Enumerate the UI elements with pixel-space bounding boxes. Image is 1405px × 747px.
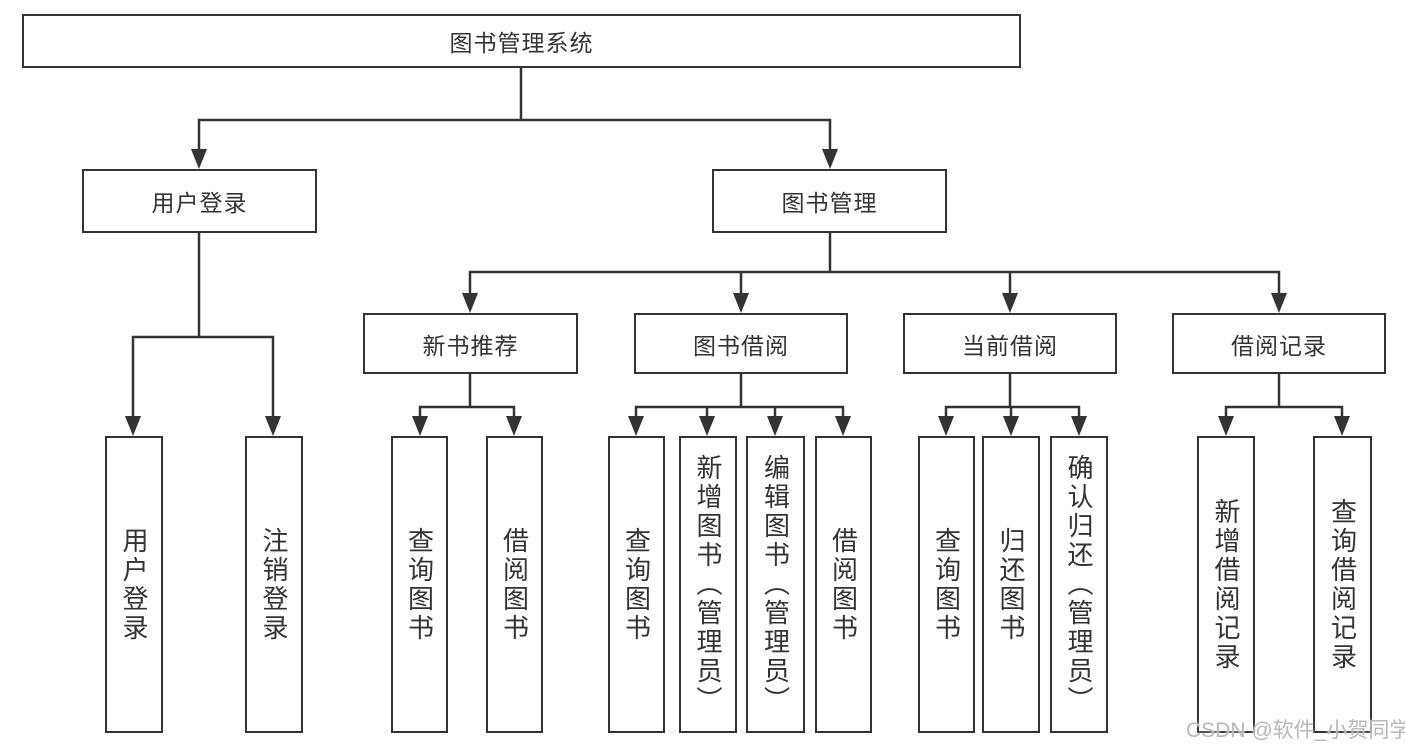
node-book-management: 图书管理	[712, 169, 947, 233]
node-new-book-recommendation: 新书推荐	[363, 313, 578, 374]
node-leaf-current-return-book: 归还图书	[982, 436, 1040, 733]
node-leaf-current-confirm-return: 确认归还（管理员）	[1050, 436, 1108, 733]
node-leaf-borrowing-borrow-book: 借阅图书	[815, 436, 872, 733]
node-leaf-user-login: 用户登录	[105, 436, 163, 733]
connector-level3-rail	[468, 270, 1281, 299]
node-borrowing-records: 借阅记录	[1172, 313, 1386, 374]
node-leaf-recommend-query-book: 查询图书	[391, 436, 448, 733]
connector-level2-rail	[197, 118, 832, 155]
node-leaf-logout: 注销登录	[245, 436, 303, 733]
connector-recommend-rail	[418, 374, 516, 422]
node-book-management-system: 图书管理系统	[22, 14, 1021, 68]
node-leaf-borrowing-query-book: 查询图书	[608, 436, 665, 733]
node-leaf-records-add-record: 新增借阅记录	[1197, 436, 1255, 733]
node-user-login: 用户登录	[82, 169, 317, 233]
node-leaf-borrowing-edit-book: 编辑图书（管理员）	[746, 436, 805, 733]
connector-current-rail	[944, 374, 1081, 422]
node-leaf-records-query-record: 查询借阅记录	[1313, 436, 1372, 733]
node-leaf-borrowing-add-book: 新增图书（管理员）	[679, 436, 737, 733]
connector-borrowing-rail	[634, 374, 845, 422]
watermark: CSDN @软件_小贺同学	[1186, 719, 1405, 742]
node-book-borrowing: 图书借阅	[634, 313, 848, 374]
node-leaf-recommend-borrow-book: 借阅图书	[486, 436, 543, 733]
node-leaf-current-query-book: 查询图书	[918, 436, 975, 733]
connector-records-rail	[1224, 374, 1344, 422]
node-current-borrowing: 当前借阅	[903, 313, 1117, 374]
connector-user-login-rail	[131, 335, 275, 422]
